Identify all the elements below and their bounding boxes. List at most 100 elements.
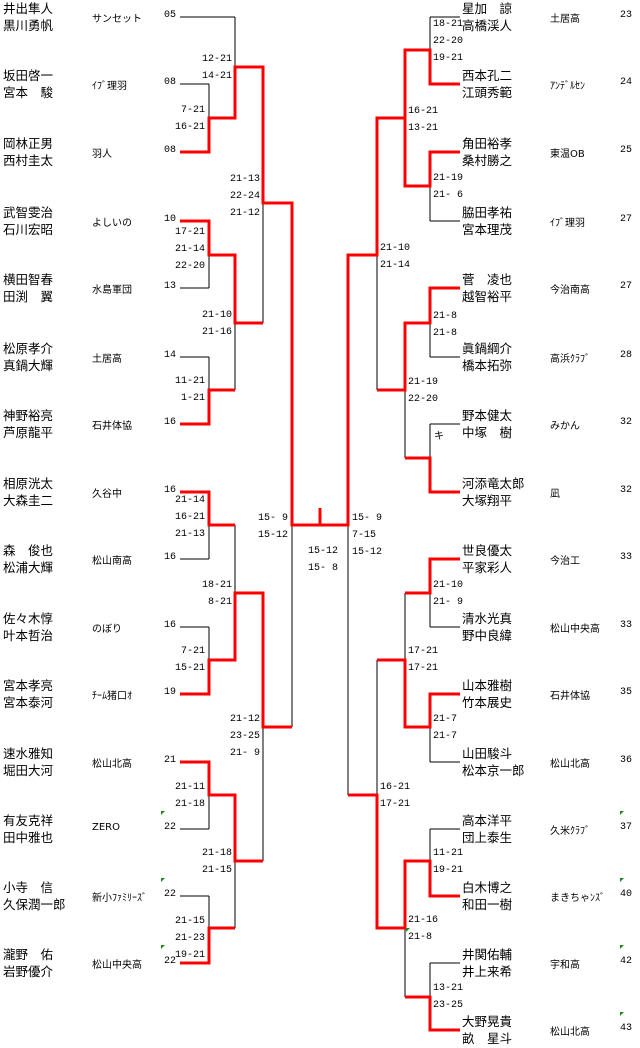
player-name: 清水光真 bbox=[462, 611, 513, 626]
score-text: 21-14 bbox=[174, 495, 205, 506]
team-name: サンセット bbox=[92, 14, 142, 25]
player-name: 眞鍋綱介 bbox=[462, 341, 513, 356]
comment-marker-icon bbox=[161, 878, 165, 882]
comment-marker-icon bbox=[620, 878, 624, 882]
player-name: 高本洋平 bbox=[462, 813, 513, 828]
withdrawal-mark: キ bbox=[434, 431, 444, 442]
draw-number: 13 bbox=[164, 281, 177, 292]
draw-number: 25 bbox=[619, 145, 632, 156]
score-text: 21-19 bbox=[408, 377, 439, 388]
score-text: 11-21 bbox=[433, 848, 464, 859]
player-name: 脇田孝祐 bbox=[462, 205, 513, 220]
player-name: 石川宏昭 bbox=[3, 222, 54, 237]
score-text: 22-24 bbox=[229, 191, 260, 202]
final-score-text: 15- 8 bbox=[308, 563, 339, 574]
draw-number: 08 bbox=[164, 145, 177, 156]
draw-number: 16 bbox=[164, 485, 177, 496]
team-name: 石井体協 bbox=[92, 421, 132, 432]
draw-number: 33 bbox=[619, 620, 632, 631]
player-name: 横田智春 bbox=[3, 272, 54, 287]
score-text: 21-13 bbox=[174, 529, 205, 540]
team-name: 久米ｸﾗﾌﾞ bbox=[550, 826, 590, 837]
player-name: 野中良緯 bbox=[462, 628, 513, 643]
score-text: 21-14 bbox=[380, 260, 411, 271]
score-text: 15-12 bbox=[257, 530, 288, 541]
score-text: 21-10 bbox=[433, 580, 464, 591]
draw-number: 16 bbox=[164, 620, 177, 631]
draw-number: 28 bbox=[619, 350, 632, 361]
score-text: 22-20 bbox=[174, 261, 205, 272]
player-name: 団上泰生 bbox=[462, 830, 513, 845]
player-name: 井出隼人 bbox=[3, 1, 54, 16]
score-text: 8-21 bbox=[207, 597, 232, 608]
score-text: 21-18 bbox=[201, 848, 232, 859]
comment-marker-icon bbox=[620, 1012, 624, 1016]
score-text: 21-15 bbox=[174, 916, 205, 927]
winner-path-line bbox=[405, 456, 460, 494]
player-name: 岡林正男 bbox=[3, 136, 54, 151]
team-name: 凪 bbox=[550, 489, 560, 500]
score-text: 21-7 bbox=[433, 731, 458, 742]
score-text: 16-21 bbox=[174, 512, 205, 523]
player-name: 桑村勝之 bbox=[462, 153, 513, 168]
team-name: 東温OB bbox=[550, 149, 585, 160]
score-text: 21-14 bbox=[174, 244, 205, 255]
score-text: 13-21 bbox=[433, 983, 464, 994]
player-name: 高橋渓人 bbox=[462, 18, 513, 33]
score-text: 21-8 bbox=[433, 328, 458, 339]
player-name: 井上来希 bbox=[462, 964, 513, 979]
draw-number: 23 bbox=[619, 10, 632, 21]
draw-number: 19 bbox=[164, 687, 177, 698]
team-name: 松山北高 bbox=[92, 759, 132, 770]
team-name: のぼり bbox=[92, 624, 122, 635]
score-text: 18-21 bbox=[201, 580, 232, 591]
score-text: 21-19 bbox=[433, 173, 464, 184]
team-name: 松山北高 bbox=[550, 759, 590, 770]
team-name: みかん bbox=[550, 421, 580, 432]
draw-number: 36 bbox=[619, 755, 632, 766]
score-text: 23-25 bbox=[433, 1000, 464, 1011]
score-text: 22-20 bbox=[433, 36, 464, 47]
team-name: 羽人 bbox=[92, 149, 112, 160]
score-text: 21-18 bbox=[174, 799, 205, 810]
score-text: 7-21 bbox=[180, 105, 205, 116]
score-text: 21-12 bbox=[229, 714, 260, 725]
team-name: ZERO bbox=[92, 822, 120, 833]
team-name: 久谷中 bbox=[92, 489, 122, 500]
draw-number: 21 bbox=[164, 755, 177, 766]
score-text: 15- 9 bbox=[257, 513, 288, 524]
player-name: 田渕 翼 bbox=[3, 289, 54, 304]
draw-number: 32 bbox=[619, 485, 632, 496]
score-text: 23-25 bbox=[229, 731, 260, 742]
draw-number: 16 bbox=[164, 417, 177, 428]
draw-number: 27 bbox=[619, 214, 632, 225]
winner-path-line bbox=[377, 658, 460, 729]
score-text: 21- 9 bbox=[433, 597, 464, 608]
player-name: 松原孝介 bbox=[3, 341, 54, 356]
score-text: 15-21 bbox=[174, 663, 205, 674]
team-name: まきちゃﾝｽﾞ bbox=[550, 893, 605, 904]
winner-path-line bbox=[180, 926, 235, 965]
draw-number: 35 bbox=[619, 687, 632, 698]
player-name: 田中雅也 bbox=[3, 830, 54, 845]
score-text: 1-21 bbox=[180, 393, 205, 404]
player-name: 江頭秀範 bbox=[462, 85, 513, 100]
player-name: 中塚 樹 bbox=[462, 425, 513, 440]
player-name: 佐々木惇 bbox=[3, 611, 54, 626]
player-name: 相原洸太 bbox=[3, 476, 54, 491]
team-name: ﾁｰﾑ猪口ｵ bbox=[92, 691, 132, 702]
player-name: 白木博之 bbox=[462, 880, 513, 895]
player-name: 平家彩人 bbox=[462, 560, 513, 575]
score-text: 19-21 bbox=[174, 950, 205, 961]
team-name: 新小ﾌｧﾐﾘｰｽﾞ bbox=[92, 893, 147, 904]
player-name: 宮本孝亮 bbox=[3, 678, 54, 693]
score-text: 16-21 bbox=[408, 106, 439, 117]
player-name: 小寺 信 bbox=[3, 880, 54, 895]
player-name: 神野裕亮 bbox=[3, 408, 54, 423]
score-text: 14-21 bbox=[201, 71, 232, 82]
score-text: 19-21 bbox=[433, 865, 464, 876]
draw-number: 14 bbox=[164, 350, 177, 361]
comment-marker-icon bbox=[406, 928, 410, 932]
player-name: 越智裕平 bbox=[462, 289, 513, 304]
winner-path-line bbox=[180, 760, 263, 863]
